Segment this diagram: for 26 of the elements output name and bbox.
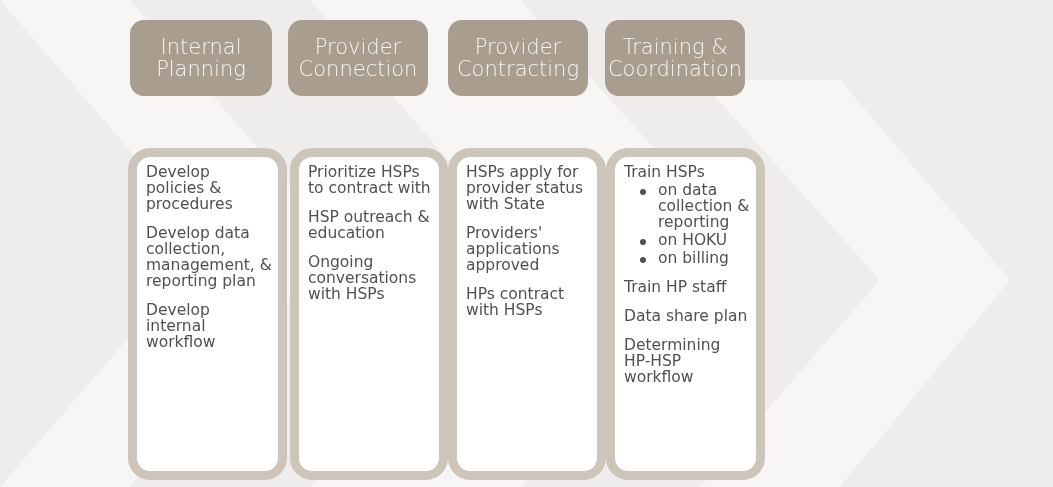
task-text: HPs contract with HSPs: [466, 286, 566, 319]
bullet-item: on HOKU: [624, 232, 750, 249]
phase-header: [130, 20, 272, 96]
task-text: HSPs apply for provider status with State: [466, 165, 585, 213]
task-panel: [128, 148, 287, 480]
task-text: Data share plan: [624, 308, 749, 325]
phase-title: Provider Connection: [297, 35, 419, 81]
task-text: Prioritize HSPs to contract with: [308, 165, 432, 197]
task-text: HSP outreach & education: [308, 209, 431, 242]
phase-title: Provider Contracting: [455, 35, 581, 81]
task-text: Develop internal workflow: [146, 302, 217, 351]
phase-header: [288, 20, 428, 96]
bullet-item: on billing: [624, 250, 750, 267]
task-text: Train HSPs: [624, 165, 706, 181]
task-panel: [290, 148, 448, 480]
task-text: Develop data collection, management, & reporting plan: [146, 225, 272, 290]
phase-title: Training & Coordination: [606, 35, 744, 81]
task-text: Determining HP-HSP workflow: [624, 337, 722, 386]
phase-header: [605, 20, 745, 96]
task-text: Ongoing conversations with HSPs: [308, 254, 418, 303]
task-text: Providers' applications approved: [466, 225, 561, 274]
task-text: Train HP staff: [624, 279, 728, 296]
task-panel: [606, 148, 765, 480]
phase-header: [448, 20, 588, 96]
phase-title: Internal Planning: [155, 35, 247, 81]
task-text: Develop policies & procedures: [146, 165, 234, 213]
